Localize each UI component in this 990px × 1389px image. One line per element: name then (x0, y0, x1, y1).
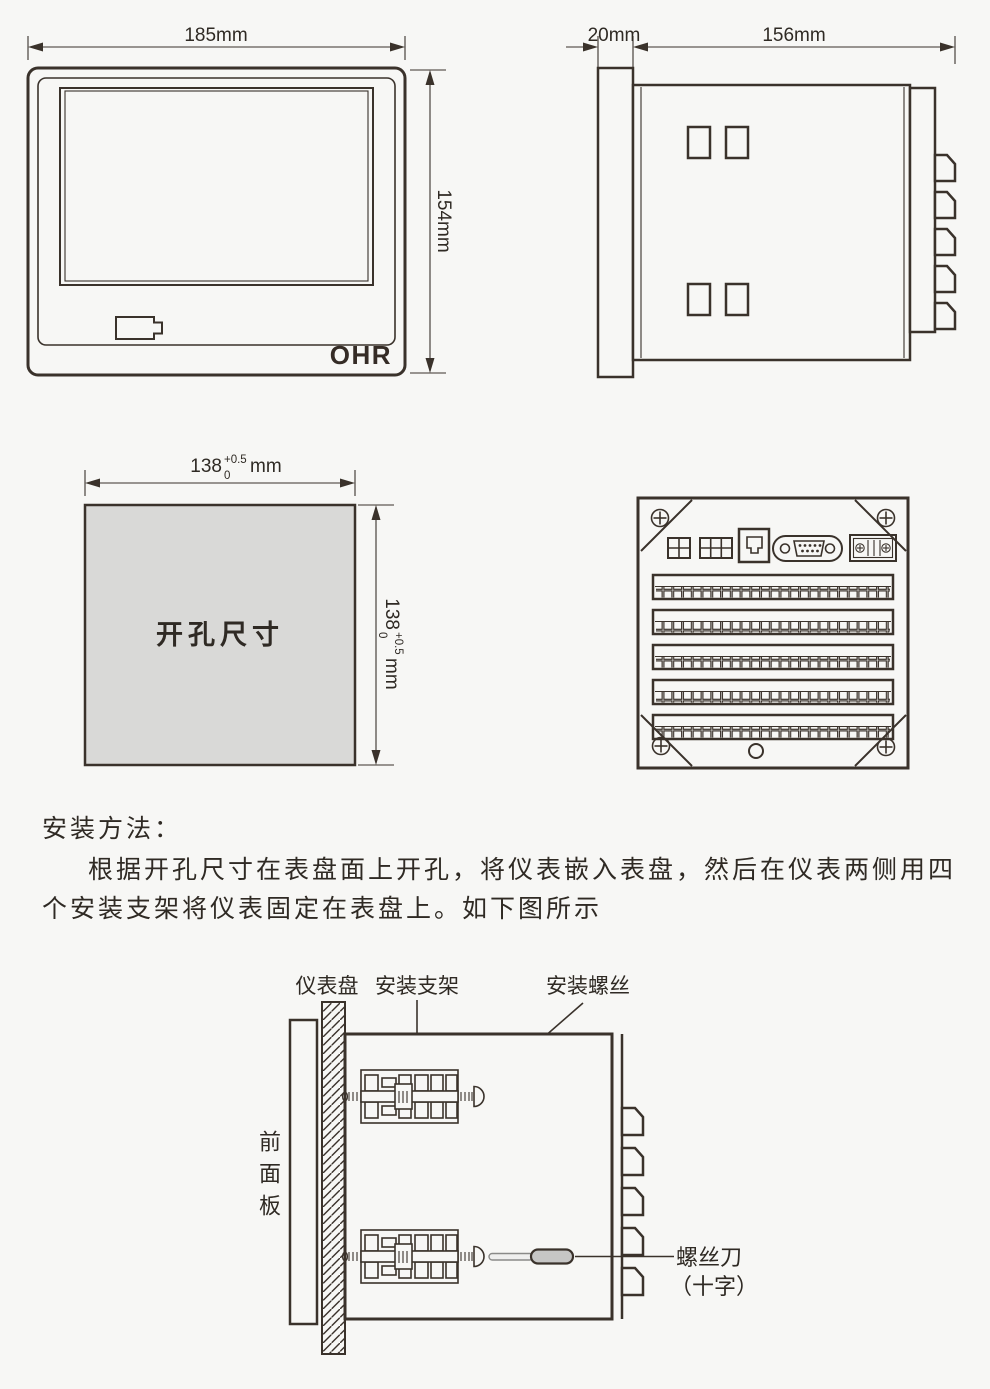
ethernet-port-icon (737, 527, 771, 564)
vent-slot (724, 125, 750, 160)
terminal-strip (651, 713, 895, 741)
instructions-line-2: 个安装支架将仪表固定在表盘上。如下图所示 (42, 896, 603, 923)
cutout-width-value: 138 (190, 456, 222, 477)
arrowhead (425, 358, 435, 373)
front-panel-plate (288, 1018, 319, 1326)
bracket-label: 安装支架 (375, 974, 459, 998)
instructions-heading: 安装方法： (42, 816, 183, 843)
terminal-strip (651, 608, 895, 636)
front-panel-label: 前面板 (256, 1130, 281, 1226)
power-terminal-icon (849, 534, 897, 562)
terminal-tooth (933, 227, 957, 257)
cutout-width-unit: mm (250, 456, 282, 477)
connector-3x2-icon (699, 537, 733, 559)
cutout-view: 138 +0.5 0 mm 138 +0.5 0 mm 开孔尺寸 (83, 454, 404, 767)
cutout-width-tol-upper: +0.5 (224, 454, 247, 466)
arrowhead (85, 478, 100, 488)
screwdriver-label: 螺丝刀 (676, 1245, 742, 1270)
arrowhead (583, 42, 598, 52)
side-terminal-column (908, 86, 937, 334)
arrowhead (371, 505, 381, 520)
cutout-height-tol-upper: +0.5 (392, 632, 404, 655)
front-view: 185mm 154mm OHR (26, 25, 454, 377)
corner-screw-icon (876, 508, 896, 528)
connector-2x2-icon (667, 537, 691, 559)
vent-slot (686, 125, 712, 160)
cutout-height-value: 138 (381, 598, 402, 630)
terminal-tooth (933, 301, 957, 331)
panel-label: 仪表盘 (296, 974, 359, 998)
terminal-tooth (620, 1266, 645, 1297)
side-bezel (596, 66, 635, 379)
front-bezel-inner (37, 77, 396, 346)
terminal-tooth (933, 153, 957, 183)
terminal-tooth (620, 1226, 645, 1257)
screwdriver-icon (488, 1248, 575, 1265)
arrowhead (28, 42, 43, 52)
front-screen-inner (64, 90, 369, 282)
vent-slot (686, 282, 712, 317)
terminal-tooth (933, 264, 957, 294)
side-body (631, 83, 912, 362)
terminal-strip (651, 643, 895, 671)
terminal-strip (651, 573, 895, 601)
arrowhead (390, 42, 405, 52)
cutout-square (83, 503, 357, 767)
arrowhead (633, 42, 648, 52)
arrowhead (340, 478, 355, 488)
front-bezel-outer (26, 66, 407, 377)
screwdriver-type-label: （十字） (670, 1274, 758, 1299)
side-view: 20mm 156mm (566, 25, 957, 379)
terminal-tooth (620, 1106, 645, 1137)
ground-hole (748, 743, 764, 759)
arrowhead (371, 750, 381, 765)
back-view (636, 496, 910, 770)
db9-serial-port-icon (772, 535, 843, 562)
screw-label: 安装螺丝 (546, 974, 630, 998)
side-bezel-dim-label: 20mm (588, 25, 641, 46)
side-depth-dim-label: 156mm (762, 25, 825, 46)
instructions-line-1: 根据开孔尺寸在表盘面上开孔，将仪表嵌入表盘，然后在仪表两侧用四 (88, 857, 957, 884)
arrowhead (425, 70, 435, 85)
installation-instructions: 安装方法： 根据开孔尺寸在表盘面上开孔，将仪表嵌入表盘，然后在仪表两侧用四 个安… (42, 810, 972, 929)
mounting-panel-hatched (321, 1001, 346, 1355)
cutout-height-tol-lower: 0 (376, 632, 388, 638)
arrowhead (940, 42, 955, 52)
terminal-tooth (620, 1146, 645, 1177)
terminal-strip (651, 678, 895, 706)
front-screen (59, 87, 374, 286)
cutout-width-tol-lower: 0 (224, 470, 230, 482)
terminal-tooth (933, 190, 957, 220)
usb-port-icon (115, 316, 163, 340)
front-width-dim-label: 185mm (184, 25, 247, 46)
vent-slot (724, 282, 750, 317)
corner-screw-icon (876, 737, 896, 757)
install-diagram: 仪表盘 安装支架 安装螺丝 螺丝刀 （十字） (288, 974, 758, 1355)
cutout-title: 开孔尺寸 (156, 620, 284, 650)
terminal-tooth (620, 1186, 645, 1217)
front-height-dim-label: 154mm (433, 189, 454, 252)
corner-screw-icon (650, 508, 670, 528)
brand-logo: OHR (330, 340, 392, 370)
cutout-height-unit: mm (381, 658, 402, 690)
